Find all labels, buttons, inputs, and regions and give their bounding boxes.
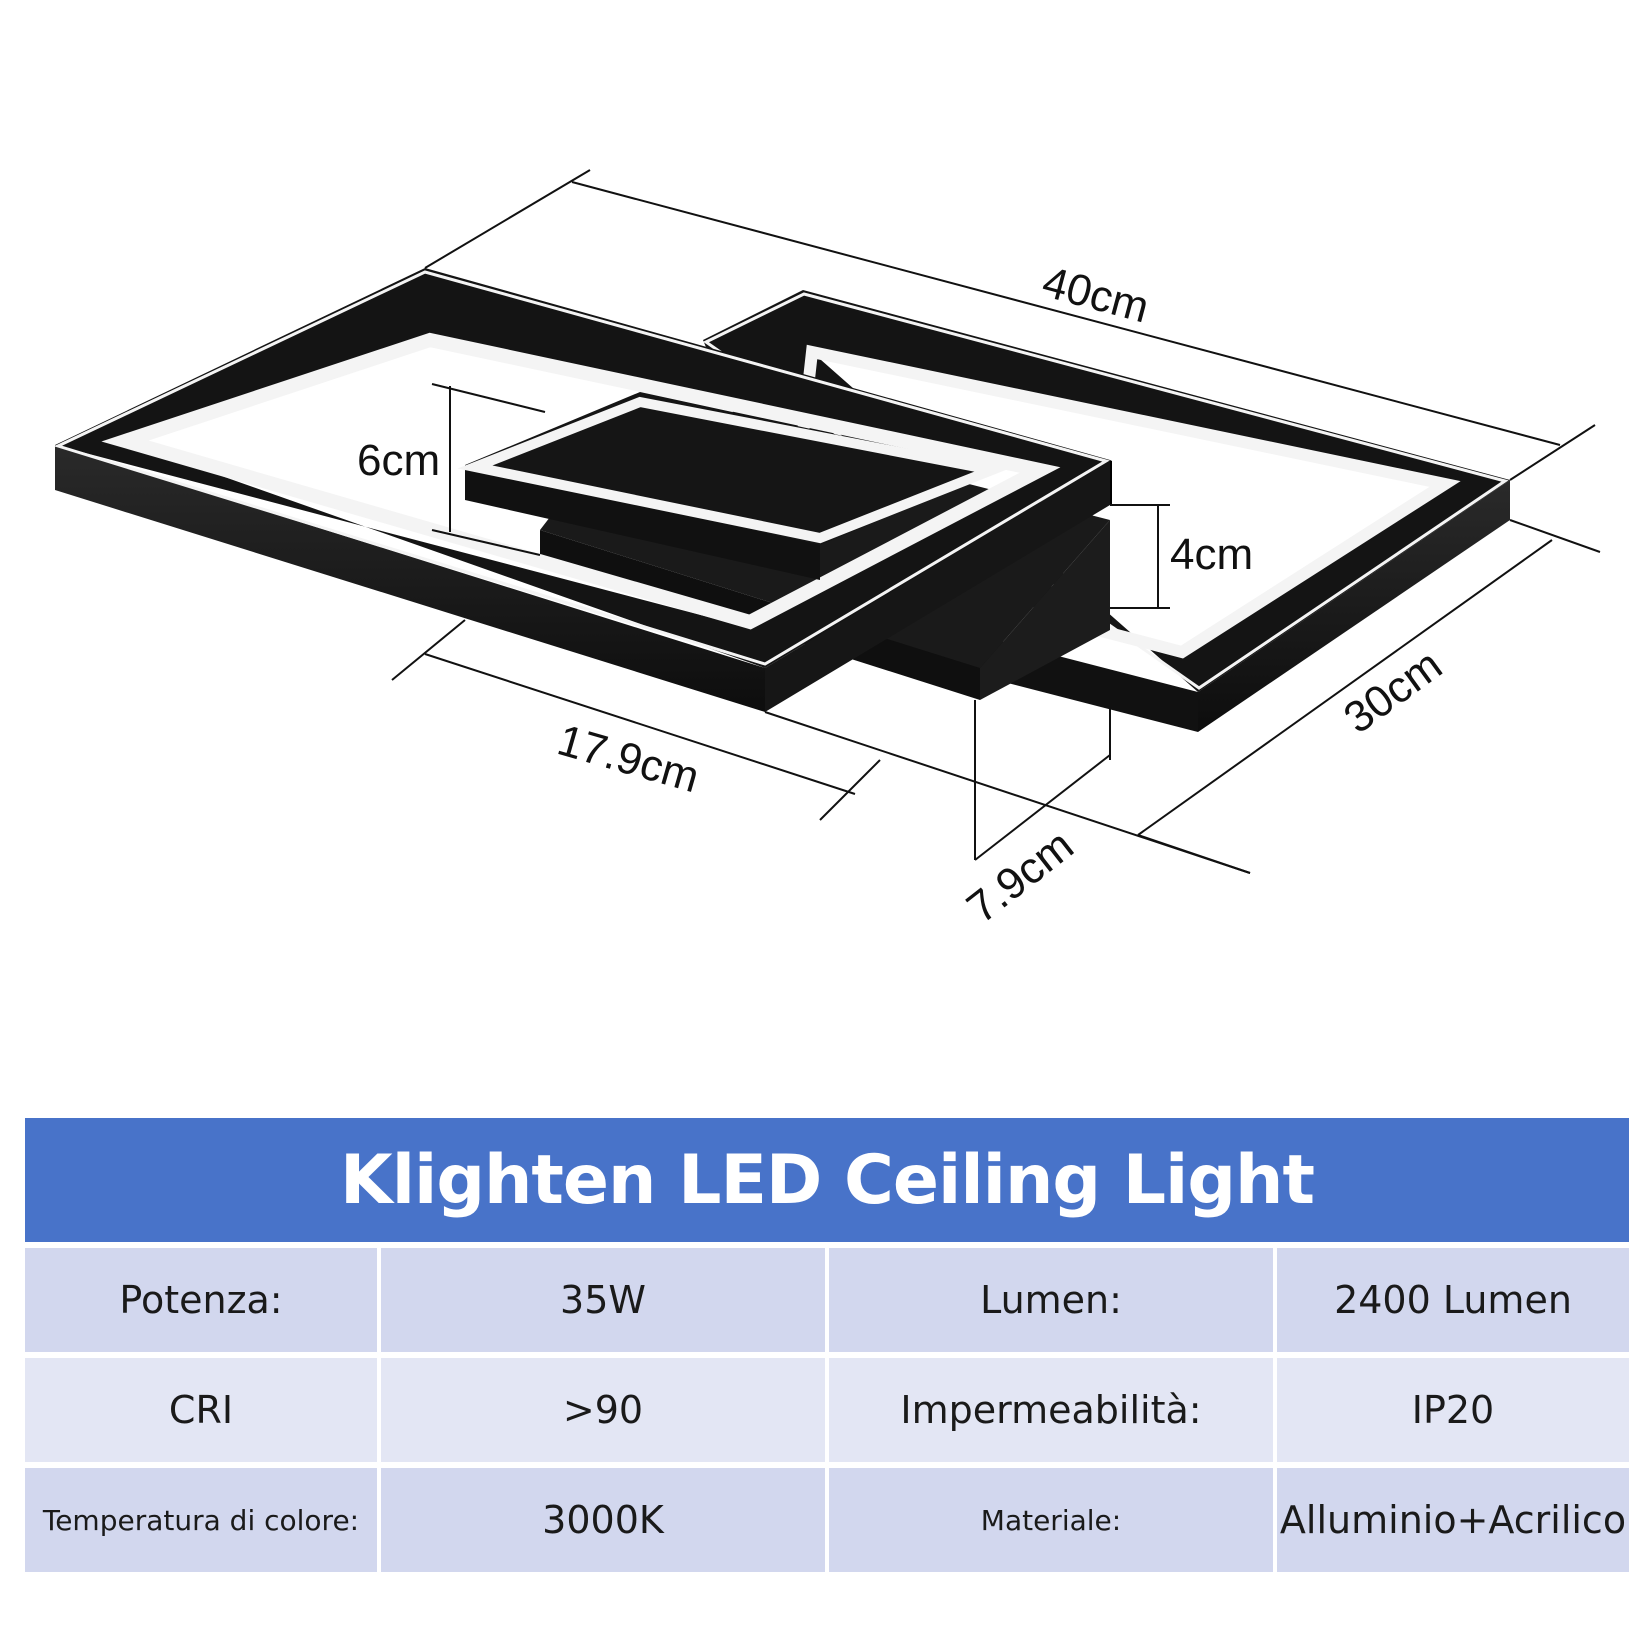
spec-label-power: Potenza: xyxy=(25,1248,377,1352)
spec-table: Potenza: 35W Lumen: 2400 Lumen CRI >90 I… xyxy=(25,1248,1629,1572)
spec-label-waterproof: Impermeabilità: xyxy=(829,1358,1273,1462)
spec-value-cri: >90 xyxy=(381,1358,825,1462)
spec-title: Klighten LED Ceiling Light xyxy=(340,1140,1315,1220)
product-dimension-diagram: 40cm 30cm 6cm 4cm 17.9cm 7.9cm xyxy=(53,169,1601,933)
spec-value-waterproof: IP20 xyxy=(1277,1358,1629,1462)
spec-label-color-temperature: Temperatura di colore: xyxy=(25,1468,377,1572)
spec-panel: Klighten LED Ceiling Light Potenza: 35W … xyxy=(25,1118,1629,1572)
spec-label-material: Materiale: xyxy=(829,1468,1273,1572)
dim-base-width-label: 7.9cm xyxy=(958,820,1083,932)
spec-value-lumen: 2400 Lumen xyxy=(1277,1248,1629,1352)
front-frame xyxy=(53,268,1112,712)
dim-base-length-label: 17.9cm xyxy=(552,716,704,803)
inner-plate xyxy=(457,392,1010,580)
dim-body-height-label: 4cm xyxy=(1170,530,1253,579)
spec-header: Klighten LED Ceiling Light xyxy=(25,1118,1629,1242)
spec-value-material: Alluminio+Acrilico xyxy=(1277,1468,1629,1572)
dim-base-height-label: 6cm xyxy=(357,436,440,485)
dim-width-label: 30cm xyxy=(1335,640,1451,743)
spec-label-lumen: Lumen: xyxy=(829,1248,1273,1352)
spec-value-color-temperature: 3000K xyxy=(381,1468,825,1572)
dimension-lines xyxy=(391,169,1601,874)
spec-value-power: 35W xyxy=(381,1248,825,1352)
spec-label-cri: CRI xyxy=(25,1358,377,1462)
